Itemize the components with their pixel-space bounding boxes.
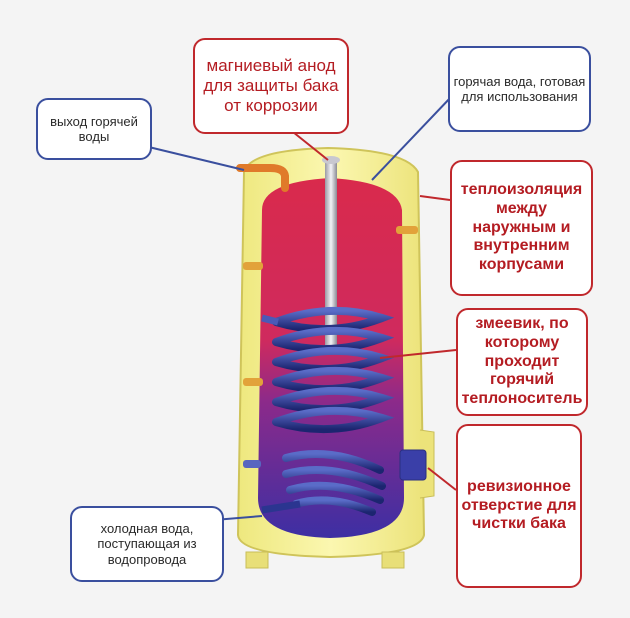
nipple-left-1 — [243, 262, 263, 270]
leader-hot-ready — [371, 95, 453, 181]
cold-in-label: холодная вода, поступающая из водопровод… — [97, 521, 197, 567]
revision-bracket — [419, 429, 435, 499]
nipple-left-2 — [243, 378, 263, 386]
callout-insulation: теплоизоляция между наружным и внутренни… — [450, 160, 593, 296]
callout-hot-out: выход горячей воды — [36, 98, 152, 160]
leader-insulation — [419, 195, 451, 201]
revision-label: ревизионное отверстие для чистки бака — [461, 477, 577, 533]
hot-outlet-pipe — [236, 164, 289, 192]
leader-coil — [379, 349, 457, 359]
anode-rod — [325, 160, 337, 352]
casing-foot-left — [245, 551, 269, 569]
casing-foot-right — [381, 551, 405, 569]
callout-anode: магниевый анод для защиты бака от корроз… — [193, 38, 349, 134]
hot-out-label: выход горячей воды — [50, 113, 138, 144]
nipple-upper-right — [396, 226, 418, 234]
hot-ready-label: горячая вода, готовая для использования — [453, 73, 586, 104]
leader-revision — [427, 467, 457, 491]
anode-label: магниевый анод для защиты бака от корроз… — [203, 55, 339, 116]
callout-cold-in: холодная вода, поступающая из водопровод… — [70, 506, 224, 582]
callout-revision: ревизионное отверстие для чистки бака — [456, 424, 582, 588]
revision-port — [399, 449, 427, 481]
nipple-left-3 — [243, 460, 261, 468]
insulation-label: теплоизоляция между наружным и внутренни… — [460, 180, 583, 274]
callout-coil: змеевик, по которому проходит горячий те… — [456, 308, 588, 416]
inner-tank — [258, 178, 404, 538]
callout-hot-ready: горячая вода, готовая для использования — [448, 46, 591, 132]
coil-label: змеевик, по которому проходит горячий те… — [461, 314, 583, 408]
